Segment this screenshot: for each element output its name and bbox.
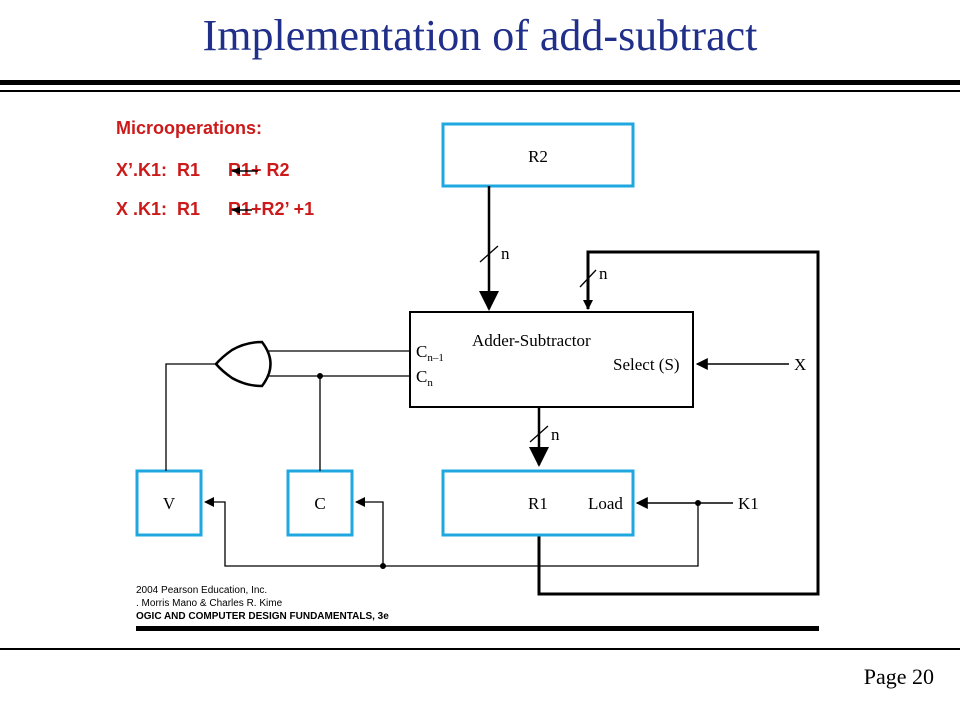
credit-line-3: OGIC AND COMPUTER DESIGN FUNDAMENTALS, 3… [136, 611, 389, 622]
bus-width-n-3: n [551, 425, 560, 444]
r2-register [441, 122, 635, 188]
credit-line-2: . Morris Mano & Charles R. Kime [136, 598, 283, 609]
c-label: C [314, 494, 325, 513]
credit-bar [136, 626, 819, 631]
microop-1-expression: R1+ R2 [228, 160, 290, 180]
r2-label: R2 [528, 147, 548, 166]
adder-subtractor-block [409, 311, 694, 408]
microop-line-1: X’.K1: R1 R1+ R2 [116, 160, 290, 181]
bottom-rule [0, 648, 960, 650]
bus-width-n-1: n [501, 244, 510, 263]
bus-slash-2 [579, 269, 597, 288]
microops-heading: Microoperations: [116, 118, 263, 138]
v-load-arrowhead [204, 497, 214, 507]
microop-1-condition: X’.K1: R1 [116, 160, 201, 180]
cn-label: Cn [416, 367, 433, 389]
microop-2-condition: X .K1: R1 [116, 199, 201, 219]
top-rule-thick [0, 80, 960, 85]
microop-line-2: X .K1: R1 R1+R2’ +1 [116, 199, 314, 220]
c-load-arrowhead [355, 497, 365, 507]
credit-line-1: 2004 Pearson Education, Inc. [136, 585, 267, 596]
k1-load-line-v [205, 501, 699, 567]
bus-slash-1 [479, 245, 499, 263]
r1-label: R1 [528, 494, 548, 513]
bus-slash-3 [529, 425, 549, 443]
microop-2-expression: R1+R2’ +1 [228, 199, 315, 219]
v-label: V [163, 494, 176, 513]
xor-gate-icon [214, 340, 272, 388]
page-number: Page 20 [863, 664, 934, 689]
adder-subtractor-label: Adder-Subtractor [472, 331, 591, 350]
v-register [135, 469, 203, 537]
x-label: X [794, 355, 806, 374]
feedback-arrowhead [583, 300, 593, 310]
select-label: Select (S) [613, 355, 680, 374]
r1-register [441, 469, 635, 537]
bus-width-n-2: n [599, 264, 608, 283]
slide-title: Implementation of add-subtract [202, 11, 758, 60]
k1-label: K1 [738, 494, 759, 513]
r1-feedback-bus [537, 250, 820, 596]
load-label: Load [588, 494, 623, 513]
cn1-label: Cn–1 [416, 342, 444, 364]
top-rule-thin [0, 90, 960, 92]
k1-load-line-c [356, 501, 384, 566]
xor-to-v-line [165, 363, 216, 471]
